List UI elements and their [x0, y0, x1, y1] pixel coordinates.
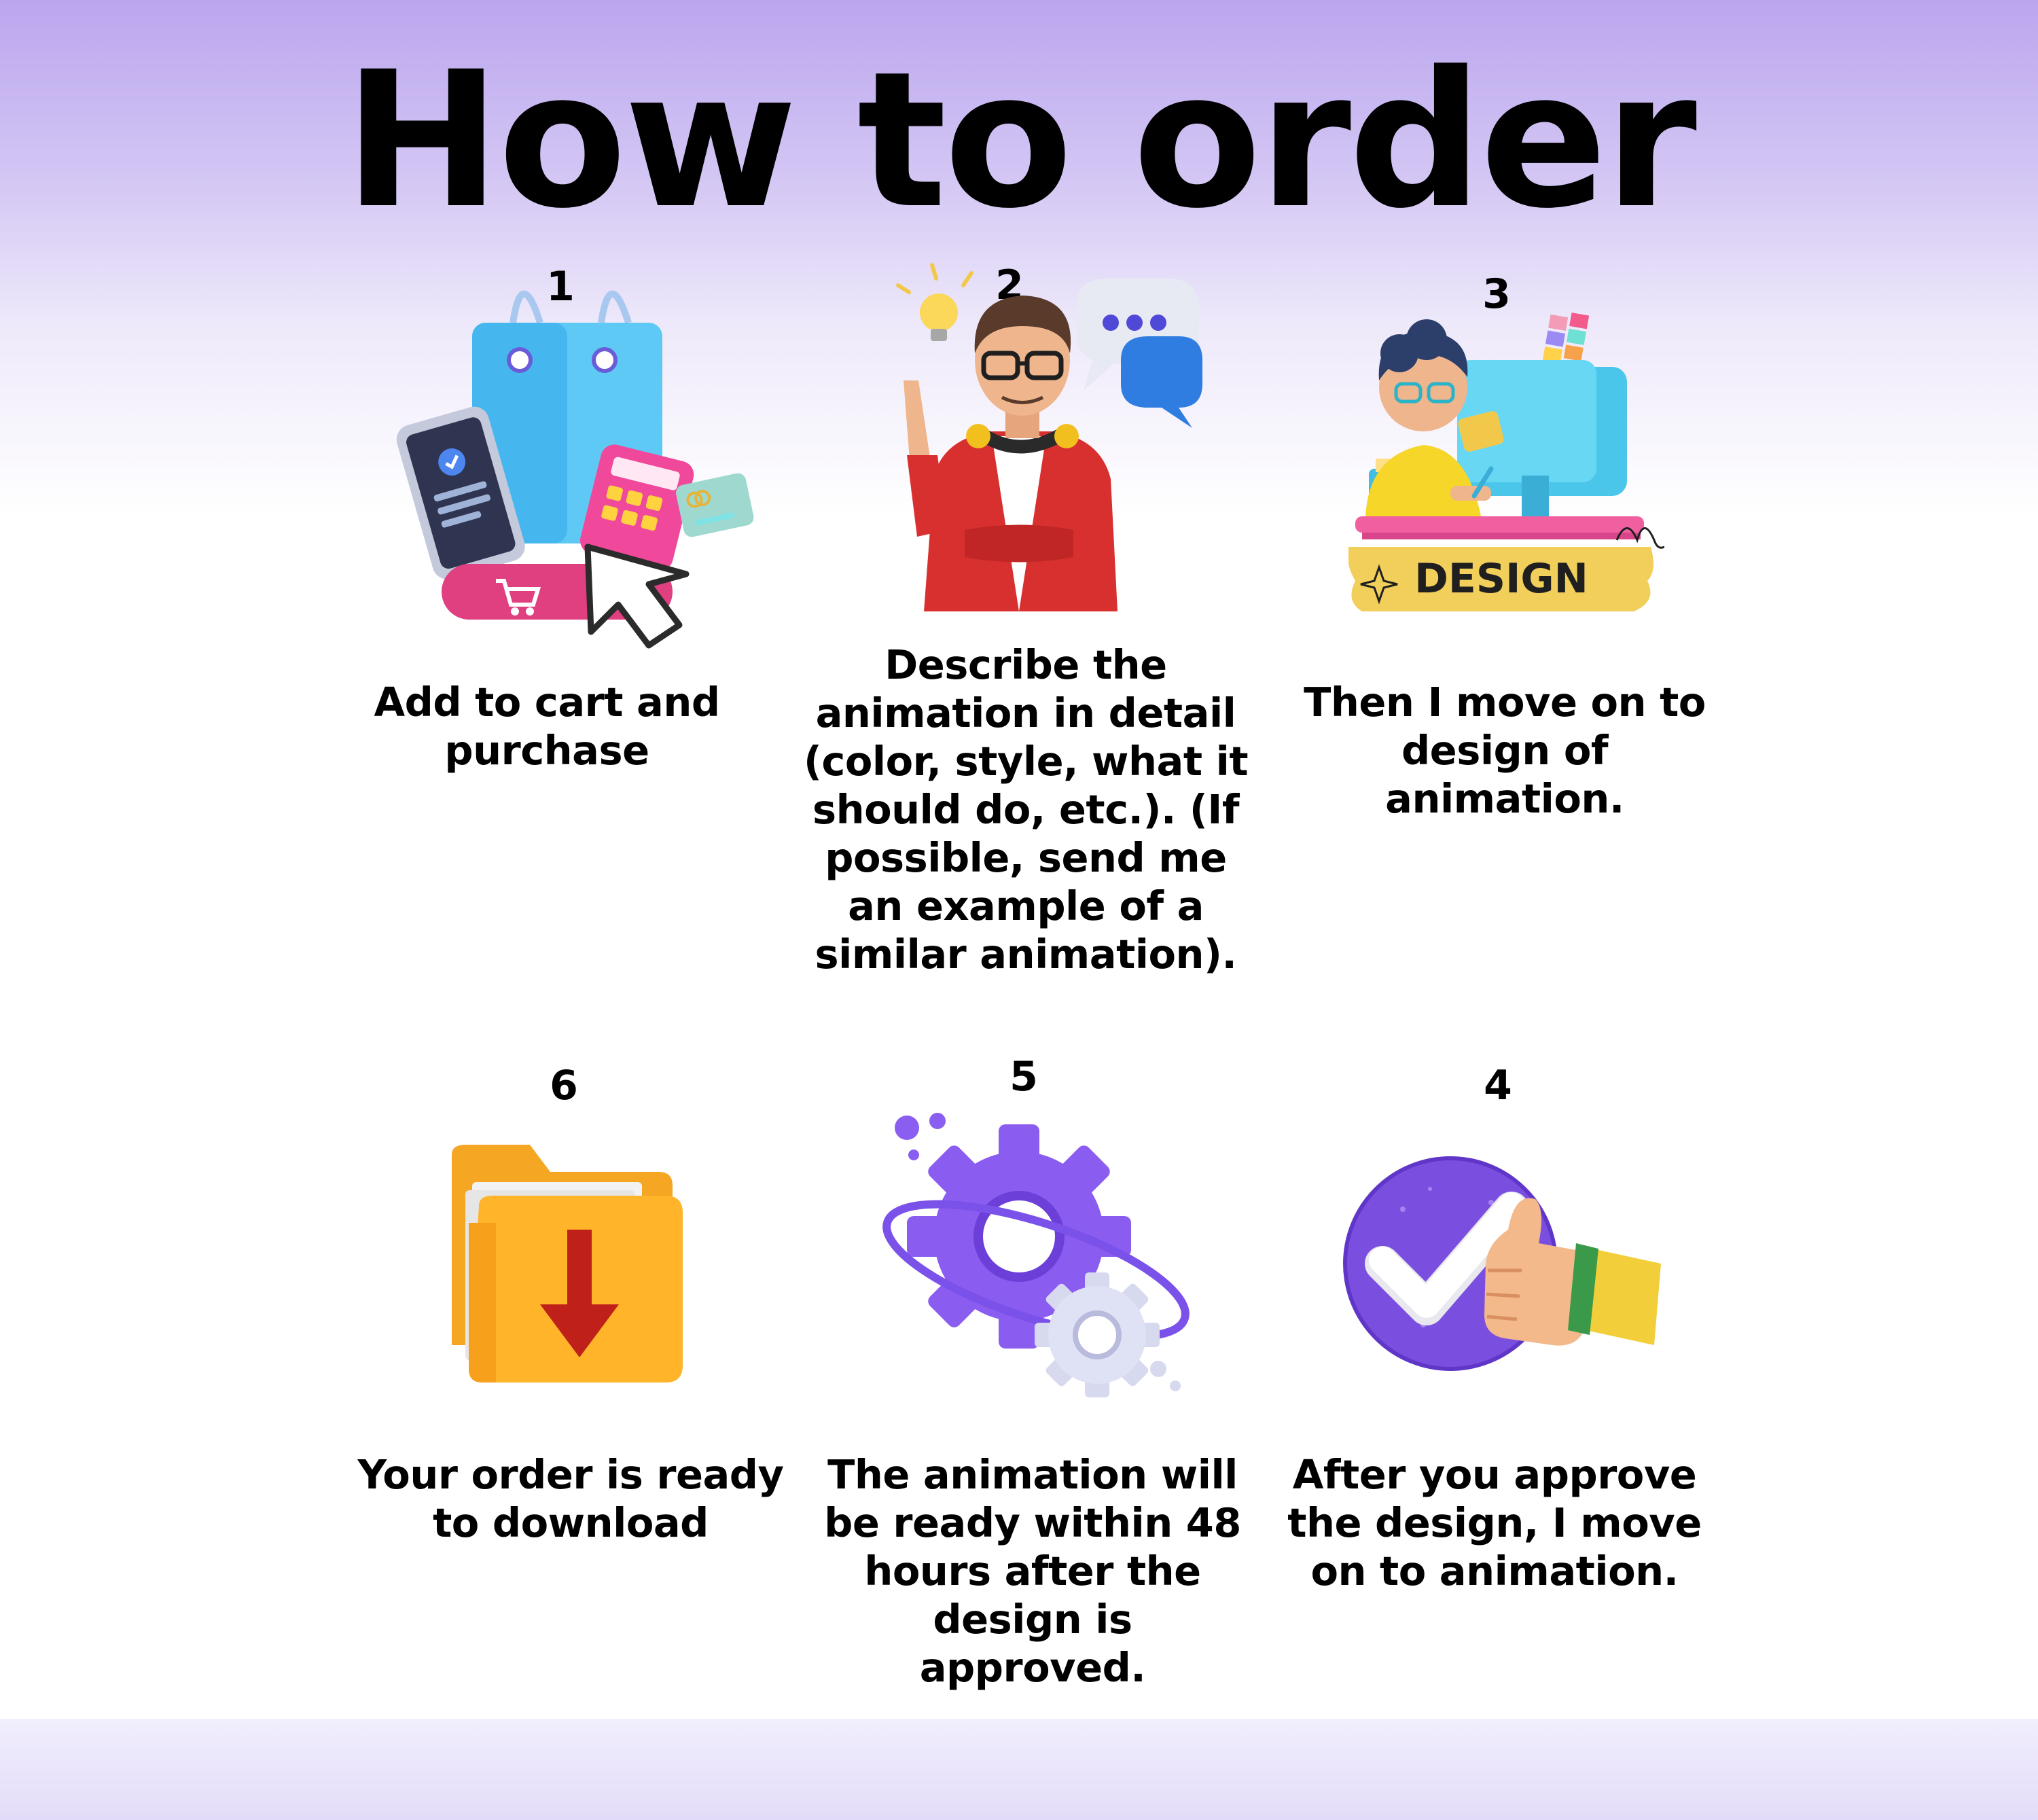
step-5-number: 5 [1009, 1053, 1038, 1101]
page-title: How to order [344, 32, 1697, 250]
step-1-number: 1 [546, 263, 575, 310]
step-5-description: The animation will be ready within 48 ho… [824, 1451, 1241, 1691]
step-4-number: 4 [1484, 1062, 1512, 1109]
designer-at-desk-icon: DESIGN [1348, 313, 1664, 618]
step-3-number: 3 [1482, 270, 1511, 318]
shopping-cart-checkout-icon [394, 282, 761, 659]
step-2-description: Describe the animation in detail (color,… [803, 641, 1249, 978]
step-6-description: Your order is ready to download [357, 1451, 785, 1546]
step-6-number: 6 [550, 1062, 578, 1109]
thinking-man-chat-icon [883, 258, 1209, 611]
thumbs-up-check-icon [1342, 1141, 1681, 1393]
design-banner-label: DESIGN [1414, 555, 1588, 603]
step-3-description: Then I move on to design of animation. [1304, 679, 1706, 822]
step-1-description: Add to cart and purchase [374, 679, 720, 774]
download-folder-icon [442, 1141, 693, 1386]
step-4-description: After you approve the design, I move on … [1287, 1451, 1702, 1594]
bottom-band [0, 1719, 2038, 1820]
gears-icon [873, 1101, 1213, 1413]
